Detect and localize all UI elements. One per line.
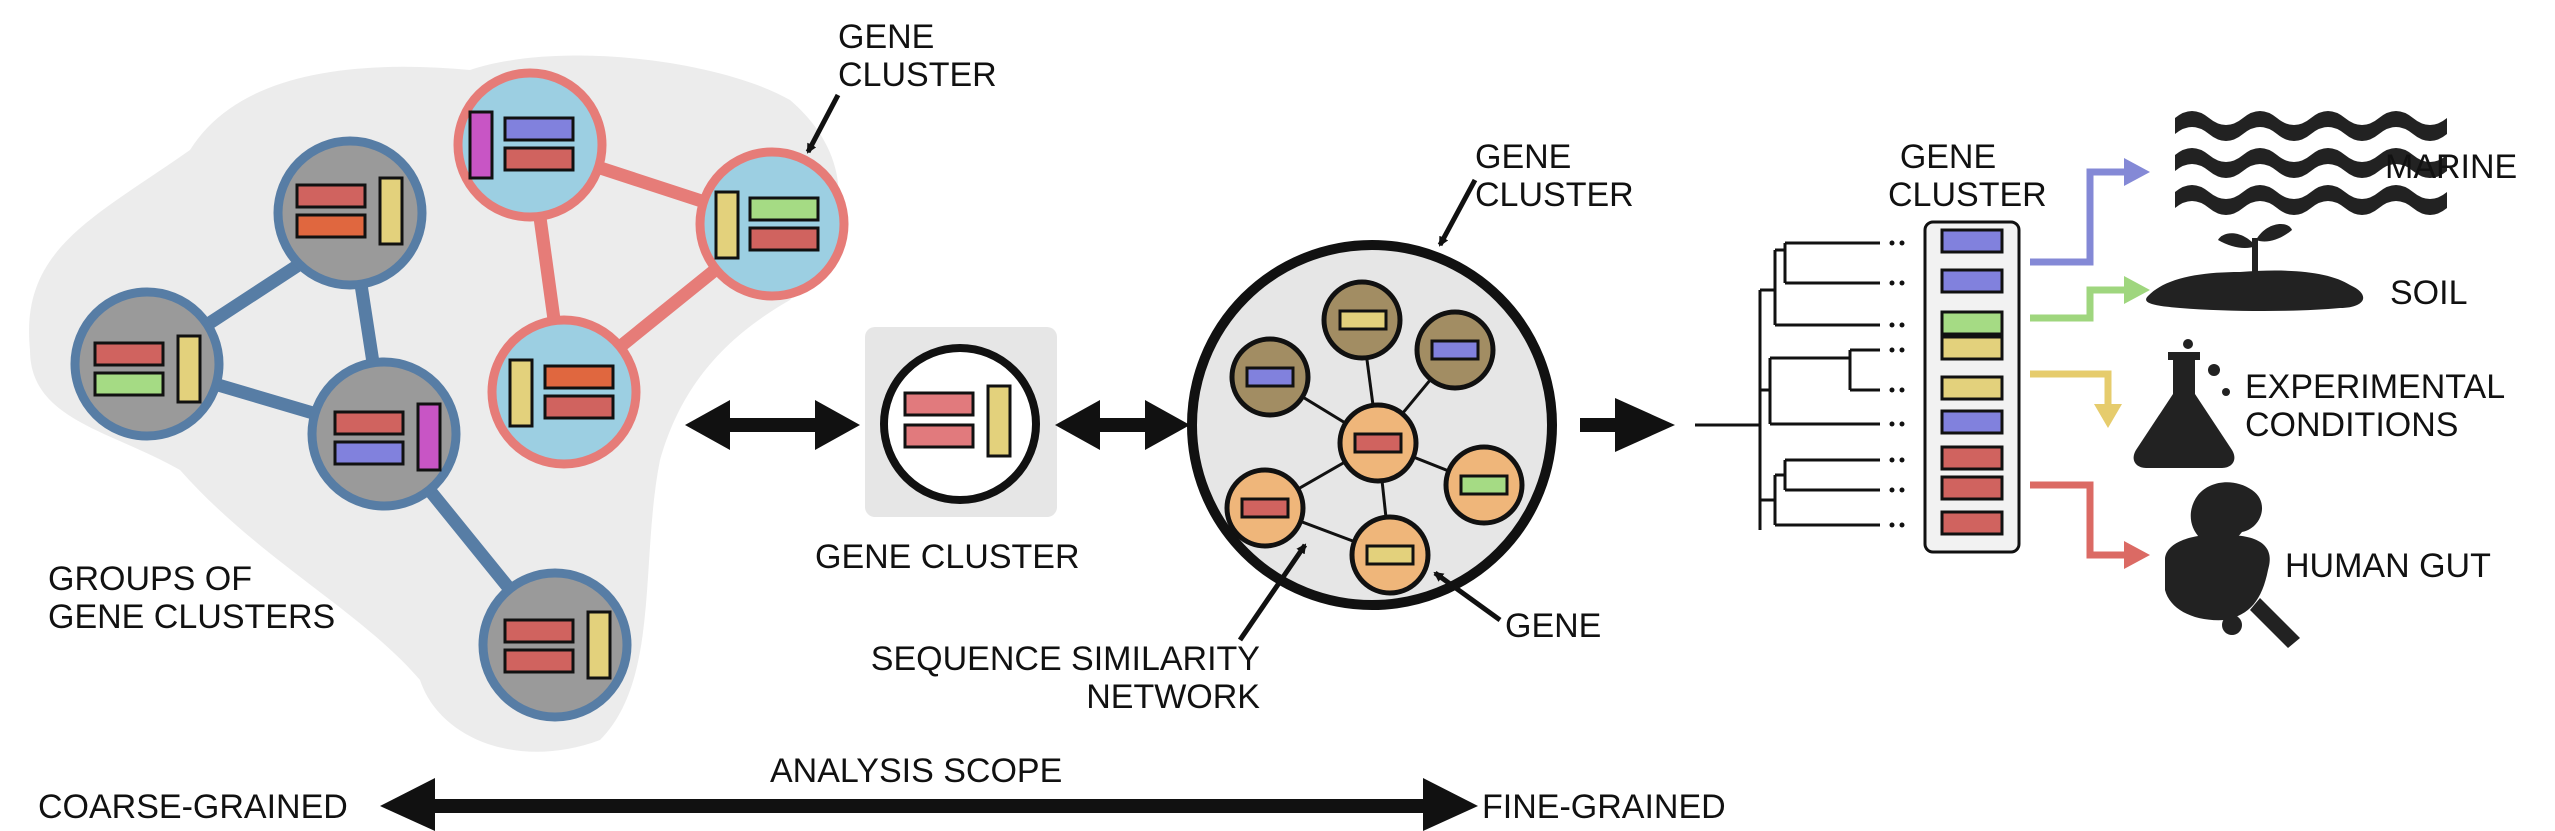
tree-leaf-gene (1940, 228, 2004, 254)
arrow-to-tree (1580, 398, 1675, 452)
tree-leaf-gene (1940, 310, 2004, 336)
tree-leaf-gene (1940, 409, 2004, 435)
tree-leaf-gene (1940, 510, 2004, 536)
environment-label-human-gut: HUMAN GUT (2285, 547, 2491, 585)
gene-node (1321, 279, 1403, 361)
gene-cluster-node (695, 147, 849, 301)
gene-node (1414, 309, 1496, 391)
gene-node (1229, 336, 1311, 418)
soil-plant-icon (2146, 224, 2364, 311)
gene-cluster-node (273, 136, 427, 290)
environment-label-experimental-conditions: EXPERIMENTAL CONDITIONS (2245, 368, 2506, 444)
route-arrow-marine (2030, 168, 2128, 266)
environment-label-soil: SOIL (2390, 274, 2468, 312)
tree-leaf-gene (1940, 335, 2004, 361)
analysis-scope-label: ANALYSIS SCOPE (770, 752, 1063, 790)
groups-of-gene-clusters-label: GROUPS OF GENE CLUSTERS (48, 560, 336, 636)
route-arrow-human-gut (2030, 481, 2128, 559)
gene-cluster-top-label: GENE CLUSTER (838, 18, 997, 94)
groups-of-gene-clusters-panel (29, 55, 849, 752)
double-arrow-left (685, 400, 860, 450)
tree-leaf-dots (1889, 240, 1905, 528)
gene-node (1224, 467, 1306, 549)
tree-leaf-gene (1940, 268, 2004, 294)
sequence-similarity-network-panel (1187, 178, 1557, 642)
route-arrowheads (2094, 158, 2150, 569)
phylogenetic-tree (1695, 241, 1880, 530)
coarse-grained-label: COARSE-GRAINED (38, 788, 348, 826)
double-arrow-middle (1055, 400, 1190, 450)
flask-icon (2133, 339, 2235, 468)
gut-icon (2165, 482, 2300, 648)
gene-label: GENE (1505, 607, 1602, 645)
gene-cluster-middle-label: GENE CLUSTER (815, 538, 1080, 576)
environment-label-marine: MARINE (2385, 148, 2518, 186)
gene-cluster-network-label: GENE CLUSTER (1475, 138, 1634, 214)
tree-leaf-gene (1940, 445, 2004, 471)
route-arrow-experimental (2030, 370, 2112, 408)
gene-cluster-node (453, 68, 607, 222)
waves-icon (2175, 111, 2447, 215)
gene-cluster-column-genes (1940, 228, 2004, 536)
sequence-similarity-network-label: SEQUENCE SIMILARITY NETWORK (870, 640, 1260, 716)
route-arrows (2030, 168, 2128, 559)
network-gene-cluster-pointer (1437, 178, 1478, 247)
fine-grained-label: FINE-GRAINED (1482, 788, 1726, 826)
gene-cluster-node (307, 357, 461, 511)
gene-node (1337, 402, 1419, 484)
gene-node (1349, 514, 1431, 596)
gene-pointer-arrow (1433, 570, 1502, 623)
gene-cluster-node (478, 568, 632, 722)
gene-cluster-node (487, 315, 641, 469)
single-gene-cluster-panel (865, 327, 1057, 517)
route-arrow-soil (2030, 286, 2128, 322)
gene-node (1443, 444, 1525, 526)
tree-leaf-gene (1940, 475, 2004, 501)
tree-leaf-gene (1940, 375, 2004, 401)
network-pointer-arrow (1237, 543, 1308, 642)
gene-cluster-node (70, 287, 224, 441)
gene-cluster-pointer-arrow (805, 93, 841, 154)
